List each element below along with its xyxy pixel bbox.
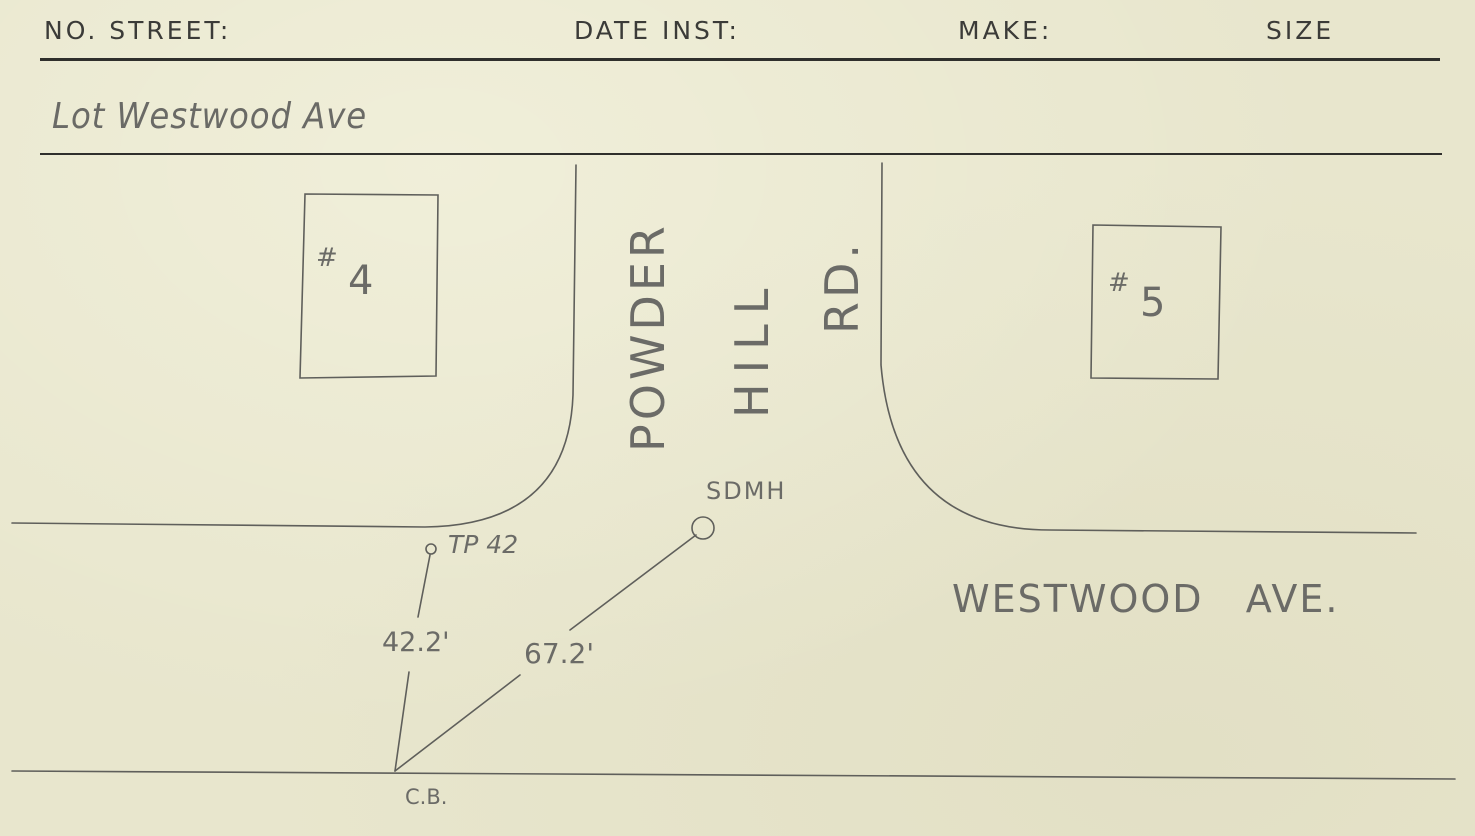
right-road-edge: [880, 162, 1417, 534]
distance-tp-label: 42.2': [382, 627, 450, 658]
tie-line-tp42: [394, 554, 431, 772]
lot-5-number: 5: [1140, 280, 1165, 326]
lot-4-hash: #: [316, 243, 338, 273]
street-header-label: NO. STREET:: [44, 16, 232, 45]
make-header-label: MAKE:: [958, 16, 1053, 45]
header-rule: [40, 58, 1440, 61]
street-name-hill: HILL: [725, 279, 779, 418]
street-name-westwood: WESTWOOD AVE.: [952, 577, 1339, 621]
bottom-road-edge: [11, 770, 1456, 780]
lot-5-building: [1090, 224, 1222, 380]
tie-line-sdmh: [394, 534, 697, 772]
sdmh-symbol: [691, 516, 715, 540]
street-name-rd: RD.: [815, 240, 869, 334]
tie-point-label: TP 42: [448, 530, 518, 559]
catch-basin-label: C.B.: [405, 785, 447, 809]
lot-4-number: 4: [348, 258, 373, 304]
lot-4-building: [299, 193, 439, 379]
street-name-powder: POWDER: [621, 222, 675, 452]
lot-5-hash: #: [1108, 268, 1130, 298]
manhole-label: SDMH: [706, 477, 786, 505]
left-road-edge: [11, 164, 577, 528]
distance-sdmh-label: 67.2': [524, 637, 594, 670]
street-address-entry: Lot Westwood Ave: [52, 96, 368, 137]
address-rule: [40, 153, 1442, 155]
date-installed-header-label: DATE INST:: [574, 16, 740, 45]
tp-symbol: [425, 543, 437, 555]
size-header-label: SIZE: [1266, 16, 1335, 45]
